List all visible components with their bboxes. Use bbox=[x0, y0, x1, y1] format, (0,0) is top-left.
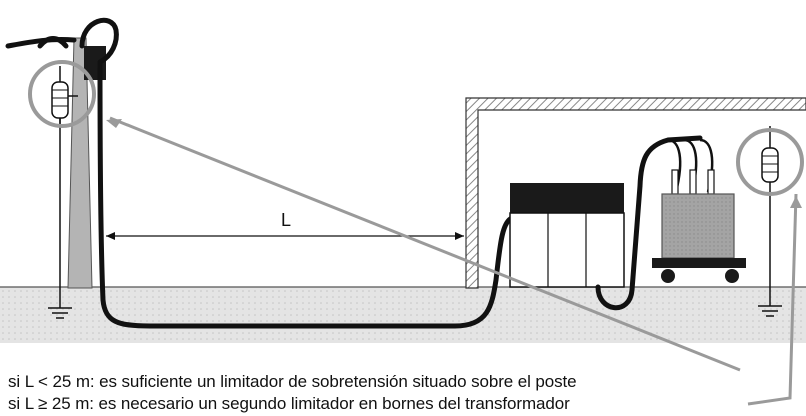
transformer-earth-icon bbox=[758, 305, 782, 317]
substation-wall bbox=[465, 97, 806, 289]
pole-surge-arrester bbox=[51, 66, 78, 290]
caption-short-distance: si L < 25 m: es suficiente un limitador … bbox=[8, 372, 577, 391]
switchgear-cabinet bbox=[509, 183, 625, 288]
ground bbox=[0, 287, 806, 343]
caption-long-distance: si L ≥ 25 m: es necesario un segundo lim… bbox=[8, 394, 570, 413]
transformer-arrester-highlight bbox=[736, 128, 804, 196]
pointer-lines bbox=[106, 116, 802, 406]
transformer-feed-cable bbox=[595, 135, 703, 311]
transformer-surge-arrester bbox=[761, 126, 779, 306]
dimension-label: L bbox=[281, 210, 291, 230]
pole-earth-icon bbox=[48, 290, 72, 319]
transformer bbox=[652, 138, 746, 283]
pole-arrester-highlight bbox=[28, 60, 96, 128]
utility-pole bbox=[67, 37, 93, 289]
underground-cable bbox=[97, 61, 515, 329]
overhead-line bbox=[5, 17, 119, 65]
